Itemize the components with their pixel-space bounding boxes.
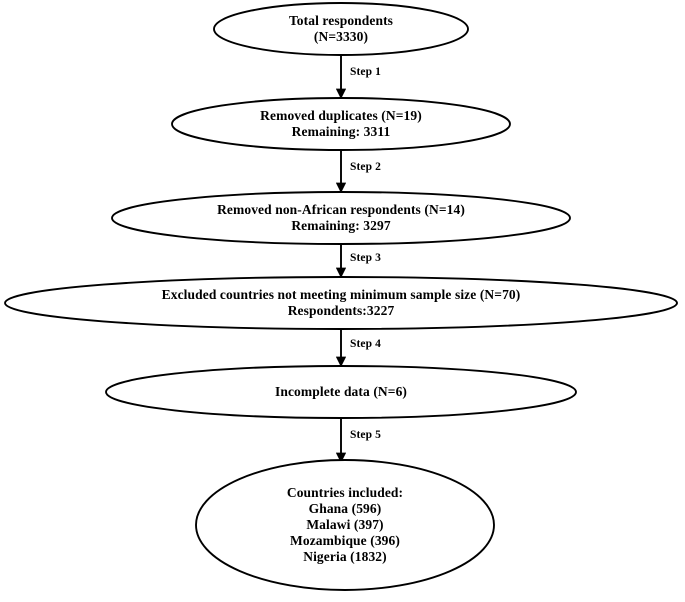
step-label-step-2: Step 2 bbox=[350, 161, 381, 173]
ellipse-incomplete-data bbox=[105, 365, 577, 419]
node-shape-group bbox=[4, 2, 678, 591]
step-label-step-3: Step 3 bbox=[350, 252, 381, 264]
ellipse-countries-included bbox=[195, 459, 495, 591]
ellipse-removed-non-african bbox=[111, 191, 571, 245]
step-label-step-4: Step 4 bbox=[350, 338, 381, 350]
ellipse-excluded-countries bbox=[4, 276, 678, 330]
ellipse-total-respondents bbox=[213, 2, 469, 56]
step-label-step-1: Step 1 bbox=[350, 66, 381, 78]
step-label-step-5: Step 5 bbox=[350, 429, 381, 441]
ellipse-removed-duplicates bbox=[171, 97, 511, 151]
